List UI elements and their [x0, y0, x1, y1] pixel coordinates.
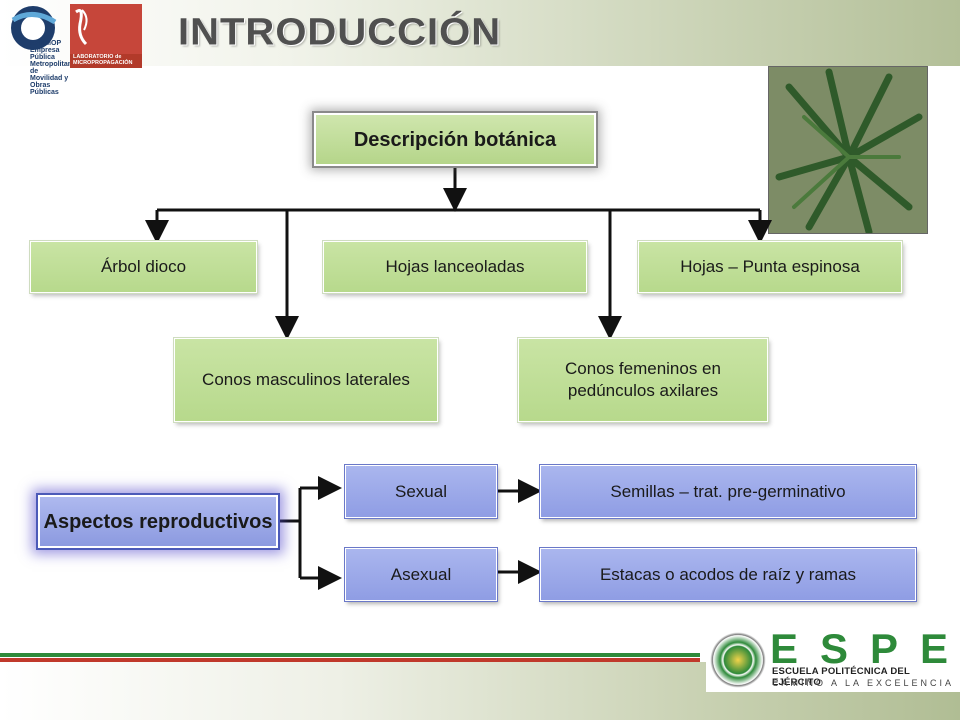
- female-cones-box: Conos femeninos en pedúnculos axilares: [518, 338, 768, 422]
- espe-slogan: CAMINO A LA EXCELENCIA: [772, 678, 955, 688]
- epmmop-logo-text: EPMMOP Empresa Pública Metropolitana de …: [30, 40, 76, 96]
- dioecious-tree-box: Árbol dioco: [30, 241, 257, 293]
- sexual-box: Sexual: [345, 465, 497, 518]
- botanical-description-box: Descripción botánica: [314, 113, 596, 166]
- asexual-box: Asexual: [345, 548, 497, 601]
- male-cones-box: Conos masculinos laterales: [174, 338, 438, 422]
- micropropagation-lab-logo-icon: [70, 4, 142, 68]
- espe-seal-icon: [710, 632, 766, 688]
- lab-logo-text: LABORATORIO de MICROPROPAGACIÓN: [73, 54, 133, 66]
- espe-brand: ESPE: [770, 625, 960, 672]
- espe-institution: ESCUELA POLITÉCNICA DEL EJÉRCITO: [772, 666, 910, 688]
- lanceolate-leaves-box: Hojas lanceoladas: [323, 241, 587, 293]
- page-title: INTRODUCCIÓN: [178, 11, 502, 53]
- cuttings-method-box: Estacas o acodos de raíz y ramas: [540, 548, 916, 601]
- plant-photo: [768, 66, 928, 234]
- header-bar: [0, 0, 960, 66]
- epmmop-logo-icon: [3, 2, 67, 66]
- seeds-method-box: Semillas – trat. pre-germinativo: [540, 465, 916, 518]
- footer-red-stripe: [0, 658, 700, 662]
- reproductive-aspects-box: Aspectos reproductivos: [38, 495, 278, 548]
- spiny-leaf-tip-box: Hojas – Punta espinosa: [638, 241, 902, 293]
- footer-green-stripe: [0, 653, 700, 657]
